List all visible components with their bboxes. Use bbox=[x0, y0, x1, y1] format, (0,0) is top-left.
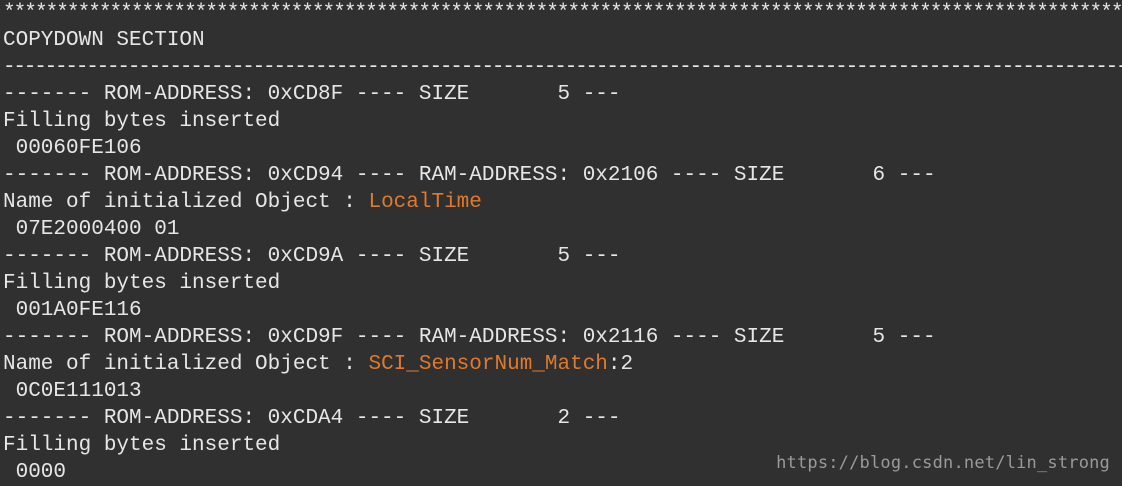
object-label: Name of initialized Object : bbox=[3, 353, 369, 376]
object-suffix: :2 bbox=[607, 353, 634, 376]
object-name: SCI_SensorNum_Match bbox=[368, 353, 608, 376]
stars-separator: ****************************************… bbox=[3, 2, 1122, 25]
object-label: Name of initialized Object : bbox=[3, 191, 369, 214]
hex-bytes: 0C0E111013 bbox=[3, 380, 142, 403]
rom-address-header: ------- ROM-ADDRESS: 0xCD9A ---- SIZE 5 … bbox=[3, 245, 621, 268]
rom-address-header: ------- ROM-ADDRESS: 0xCDA4 ---- SIZE 2 … bbox=[3, 407, 621, 430]
initialized-object-line: Name of initialized Object : SCI_SensorN… bbox=[3, 351, 1122, 378]
rom-ram-address-header: ------- ROM-ADDRESS: 0xCD9F ---- RAM-ADD… bbox=[3, 326, 936, 349]
object-name: LocalTime bbox=[368, 191, 482, 214]
rom-address-header: ------- ROM-ADDRESS: 0xCD8F ---- SIZE 5 … bbox=[3, 83, 621, 106]
section-title: COPYDOWN SECTION bbox=[3, 29, 205, 52]
hex-bytes: 001A0FE116 bbox=[3, 299, 142, 322]
dashed-divider: ----------------------------------------… bbox=[3, 56, 1122, 79]
initialized-object-line: Name of initialized Object : LocalTime bbox=[3, 189, 1122, 216]
filling-bytes-label: Filling bytes inserted bbox=[3, 434, 281, 457]
rom-ram-address-header: ------- ROM-ADDRESS: 0xCD94 ---- RAM-ADD… bbox=[3, 164, 936, 187]
hex-bytes: 0000 bbox=[3, 461, 67, 484]
hex-bytes: 00060FE106 bbox=[3, 137, 142, 160]
watermark-url: https://blog.csdn.net/lin_strong bbox=[776, 453, 1110, 473]
hex-bytes: 07E2000400 01 bbox=[3, 218, 180, 241]
filling-bytes-label: Filling bytes inserted bbox=[3, 110, 281, 133]
filling-bytes-label: Filling bytes inserted bbox=[3, 272, 281, 295]
